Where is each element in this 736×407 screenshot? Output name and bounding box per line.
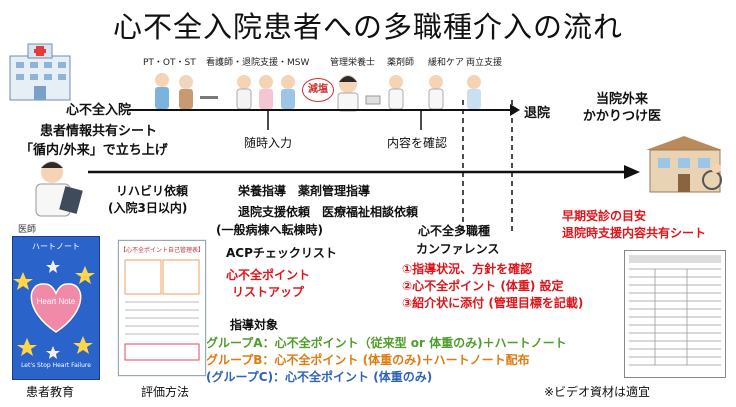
- label-palliative: 緩和ケア: [428, 58, 465, 68]
- label-pharmacist: 薬剤師: [387, 58, 415, 68]
- label-pt-ot-st: PT・OT・ST: [143, 58, 196, 68]
- heart-note-heart-text: Heart Note: [37, 297, 76, 306]
- conference-item-2: ②心不全ポイント (体重) 設定: [402, 279, 564, 293]
- doctor-label: 医師: [18, 225, 37, 235]
- admission-label: 心不全入院: [66, 103, 132, 118]
- outpatient-line2: かかりつけ医: [582, 109, 662, 124]
- hospital-icon: [9, 43, 71, 101]
- label-nurse: 看護師・退院支援・MSW: [206, 58, 310, 68]
- center-line1: 栄養指導 薬剤管理指導: [238, 184, 371, 198]
- caption-evaluation: 評価方法: [141, 385, 190, 399]
- caption-video: ※ビデオ資材は適宜: [544, 385, 651, 399]
- guidance-group-b: グループB：心不全ポイント (体重のみ)＋ハートノート配布: [206, 353, 530, 367]
- doctor-icon: [35, 161, 83, 217]
- rehab-line1: リハビリ依頼: [116, 184, 189, 198]
- center-line3: (一般病棟へ転棟時): [216, 223, 323, 237]
- center-line2: 退院支援依頼 医療福祉相談依頼: [238, 205, 419, 219]
- staff-illustrations: [155, 73, 481, 112]
- conference-item-1: ①指導状況、方針を確認: [402, 262, 533, 276]
- conference-item-3: ③紹介状に添付 (管理目標を記載): [402, 296, 584, 310]
- label-sleep: 両立支援: [466, 58, 503, 68]
- heart-note-header: ハートノート: [32, 242, 80, 251]
- discharge-support-sheet-document: [624, 250, 726, 378]
- palliative-staff-icon: [428, 75, 444, 110]
- patient-info-sheet-line2: 「循内/外来」で立ち上げ: [20, 143, 168, 158]
- salt-bubble: 減塩: [302, 78, 334, 102]
- pharmacist-staff-icon: [388, 75, 404, 110]
- evaluation-document: 【心不全ポイント自己管理表】: [118, 240, 206, 376]
- pt-staff-icon: [155, 73, 218, 109]
- outpatient-red-line1: 早期受診の目安: [562, 209, 647, 223]
- label-dietitian: 管理栄養士: [330, 58, 376, 68]
- outpatient-red-line2: 退院時支援内容共有シート: [562, 226, 707, 240]
- heart-note-footer: Let's Stop Heart Failure: [21, 362, 91, 369]
- rehab-line2: (入院3日以内): [108, 201, 188, 215]
- guidance-heading: 指導対象: [230, 318, 279, 332]
- dietitian-staff-icon: [337, 75, 381, 112]
- eval-doc-header: 【心不全ポイント自己管理表】: [119, 247, 204, 254]
- patient-info-sheet-line1: 患者情報共有シート: [40, 124, 158, 139]
- conference-line2: カンファレンス: [416, 242, 500, 256]
- on-demand-label: 随時入力: [244, 136, 293, 150]
- conference-line1: 心不全多職種: [418, 224, 491, 238]
- guidance-group-c: (グループC)：心不全ポイント (体重のみ): [206, 370, 433, 384]
- main-timeline-arrowhead: [624, 165, 640, 179]
- heart-note-art: Heart Note: [13, 260, 95, 359]
- confirm-label: 内容を確認: [387, 136, 448, 150]
- page-title: 心不全入院患者への多職種介入の流れ: [112, 10, 623, 44]
- clinic-icon: [646, 136, 722, 193]
- guidance-group-a: グループA：心不全ポイント（従来型 or 体重のみ)＋ハートノート: [206, 336, 567, 350]
- eval-doc-lines: [124, 259, 200, 361]
- acp-checklist: ACPチェックリスト: [226, 246, 337, 260]
- caption-education: 患者教育: [26, 385, 75, 399]
- support-staff-icon: [467, 75, 481, 109]
- heart-note-booklet: ハートノート Heart Note Let's Stop Heart Failu…: [12, 236, 100, 380]
- outpatient-line1: 当院外来: [595, 92, 648, 107]
- hf-point-line1: 心不全ポイント: [226, 268, 311, 282]
- hf-point-line2: リストアップ: [232, 285, 305, 299]
- discharge-sheet-lines: [629, 255, 721, 366]
- discharge-label: 退院: [524, 106, 551, 121]
